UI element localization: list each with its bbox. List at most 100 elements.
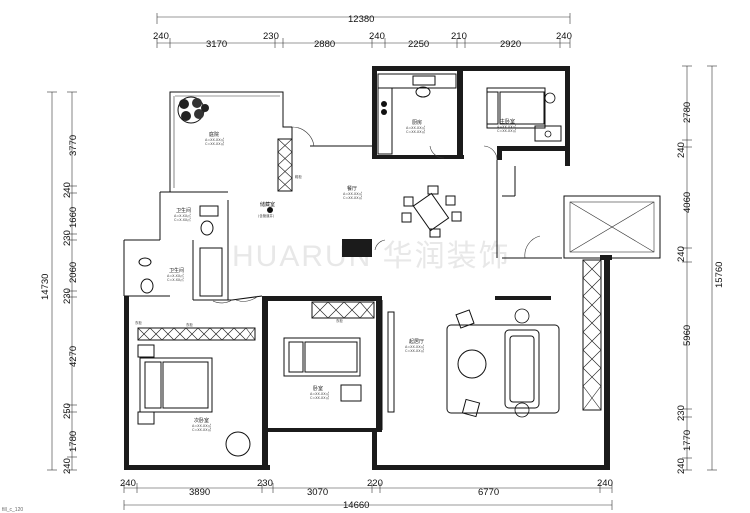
dim-left-total: 14730 <box>40 274 51 300</box>
top-ticks <box>156 38 571 48</box>
room-line2: C=XX.XX㎡ <box>310 395 330 400</box>
tree-icon <box>177 96 209 124</box>
dim-top-total: 12380 <box>348 14 374 25</box>
master-bed-icon <box>486 87 562 142</box>
dim-top-seg-1: 3170 <box>206 39 227 50</box>
dim-top-seg-0: 240 <box>153 31 169 42</box>
left-dimension-line: 14730 3770 240 1660 230 2060 230 4270 25… <box>40 91 79 474</box>
wardrobe-label-3: 衣柜 <box>135 320 142 325</box>
room-third-bedroom: 卧室 A=XX.XX㎡ C=XX.XX㎡ <box>310 385 330 400</box>
room-line2: C=X.XX㎡ <box>174 217 191 222</box>
room-line2: C=XX.XX㎡ <box>405 348 425 353</box>
wardrobe-label-2: 衣柜 <box>336 318 343 323</box>
room-line2: C=X.XX㎡ <box>167 277 184 282</box>
dim-right-seg-1: 240 <box>676 142 687 158</box>
dim-bottom-seg-4: 220 <box>367 478 383 489</box>
dim-left-seg-8: 1780 <box>68 431 79 452</box>
cabinet-block <box>342 239 372 257</box>
dim-top-seg-4: 240 <box>369 31 385 42</box>
dim-right-seg-5: 230 <box>676 405 687 421</box>
dim-bottom-seg-0: 240 <box>120 478 136 489</box>
bedroom-bed-icon <box>137 344 251 457</box>
room-line1: A=XX.XX㎡ <box>405 344 425 349</box>
room-garden: 庭院 A=XX.XX㎡ C=XX.XX㎡ <box>205 131 225 146</box>
door-swings <box>212 126 541 304</box>
dim-bottom-seg-2: 230 <box>257 478 273 489</box>
room-wash-top: 卫生间 A=X.XX㎡ C=X.XX㎡ <box>174 207 191 222</box>
hatched-walls <box>137 138 602 411</box>
room-name: 庭院 <box>209 131 219 138</box>
dim-right-seg-0: 2780 <box>682 102 693 123</box>
dim-top-seg-8: 240 <box>556 31 572 42</box>
dim-top-seg-7: 2920 <box>500 39 521 50</box>
dining-table <box>401 185 462 238</box>
room-name: 卫生间 <box>176 207 191 214</box>
dim-left-seg-0: 3770 <box>68 135 79 156</box>
room-line1: A=XX.XX㎡ <box>205 137 225 142</box>
dim-top-seg-5: 2250 <box>408 39 429 50</box>
room-name: 餐厅 <box>347 185 357 192</box>
room-name: 厨房 <box>412 119 422 126</box>
exterior-walls <box>123 66 661 470</box>
bathroom-fixtures <box>138 205 273 297</box>
dim-left-seg-2: 1660 <box>68 207 79 228</box>
footer-text: fill_c_120 <box>2 507 23 513</box>
dim-bottom-seg-5: 6770 <box>478 487 499 498</box>
room-line1: A=X.XX㎡ <box>167 273 184 278</box>
second-bed-icon <box>283 337 362 402</box>
dim-right-seg-6: 1770 <box>682 430 693 451</box>
right-ticks <box>682 65 692 471</box>
dim-left-seg-5: 230 <box>62 288 73 304</box>
dim-left-seg-9: 240 <box>62 458 73 474</box>
bottom-dimension-line: 240 3890 230 3070 220 6770 240 14660 <box>120 478 613 511</box>
dim-bottom-seg-3: 3070 <box>307 487 328 498</box>
room-name: 主卧室 <box>500 118 515 125</box>
dim-left-seg-3: 230 <box>62 230 73 246</box>
top-dimension-line: 12380 240 3170 230 2880 240 2250 210 292… <box>153 13 572 50</box>
room-line1: A=XX.XX㎡ <box>343 191 363 196</box>
dim-top-seg-6: 210 <box>451 31 467 42</box>
dim-left-seg-6: 4270 <box>68 346 79 367</box>
room-line1: (含管道井) <box>258 213 275 218</box>
kitchen-fixtures <box>377 73 457 155</box>
room-name: 卧室 <box>313 385 323 392</box>
room-line2: C=XX.XX㎡ <box>205 141 225 146</box>
dim-left-seg-7: 250 <box>62 403 73 419</box>
room-living: 起居厅 A=XX.XX㎡ C=XX.XX㎡ <box>405 339 425 353</box>
dim-bottom-seg-1: 3890 <box>189 487 210 498</box>
cabinet-label: 鞋柜 <box>295 174 302 179</box>
dim-right-seg-4: 5960 <box>682 325 693 346</box>
room-name: 起居厅 <box>409 339 424 345</box>
dim-bottom-total: 14660 <box>343 500 369 511</box>
dim-left-seg-1: 240 <box>62 182 73 198</box>
bottom-ticks <box>123 483 613 493</box>
room-line1: A=XX.XX㎡ <box>406 125 426 130</box>
dim-right-total: 15760 <box>714 262 725 288</box>
room-second-bedroom: 次卧室 A=XX.XX㎡ C=XX.XX㎡ <box>192 417 212 432</box>
dim-bottom-seg-6: 240 <box>597 478 613 489</box>
right-dimension-line: 2780 240 4060 240 5960 230 1770 240 1576… <box>676 65 725 474</box>
room-line1: A=XX.XX㎡ <box>192 423 212 428</box>
room-master-bedroom: 主卧室 A=XX.XX㎡ C=XX.XX㎡ <box>497 118 517 133</box>
room-wash-low: 卫生间 A=X.XX㎡ C=X.XX㎡ <box>167 267 184 282</box>
room-line1: A=X.XX㎡ <box>174 213 191 218</box>
wardrobe-label-1: 衣柜 <box>186 322 193 327</box>
dim-right-seg-2: 4060 <box>682 192 693 213</box>
dim-right-seg-7: 240 <box>676 458 687 474</box>
room-line2: C=XX.XX㎡ <box>192 427 212 432</box>
room-dining: 餐厅 A=XX.XX㎡ C=XX.XX㎡ <box>343 185 363 200</box>
room-name: 储藏室 <box>260 201 275 208</box>
dim-top-seg-2: 230 <box>263 31 279 42</box>
room-line2: C=XX.XX㎡ <box>497 128 517 133</box>
room-name: 次卧室 <box>194 417 209 424</box>
room-line1: A=XX.XX㎡ <box>310 391 330 396</box>
dim-left-seg-4: 2060 <box>68 262 79 283</box>
dim-top-seg-3: 2880 <box>314 39 335 50</box>
sofa-set <box>387 296 560 418</box>
room-name: 卫生间 <box>169 267 184 274</box>
room-storage: 储藏室 (含管道井) <box>258 201 275 218</box>
left-ticks <box>67 91 77 471</box>
room-line2: C=XX.XX㎡ <box>406 129 426 134</box>
room-kitchen: 厨房 A=XX.XX㎡ C=XX.XX㎡ <box>406 119 426 134</box>
